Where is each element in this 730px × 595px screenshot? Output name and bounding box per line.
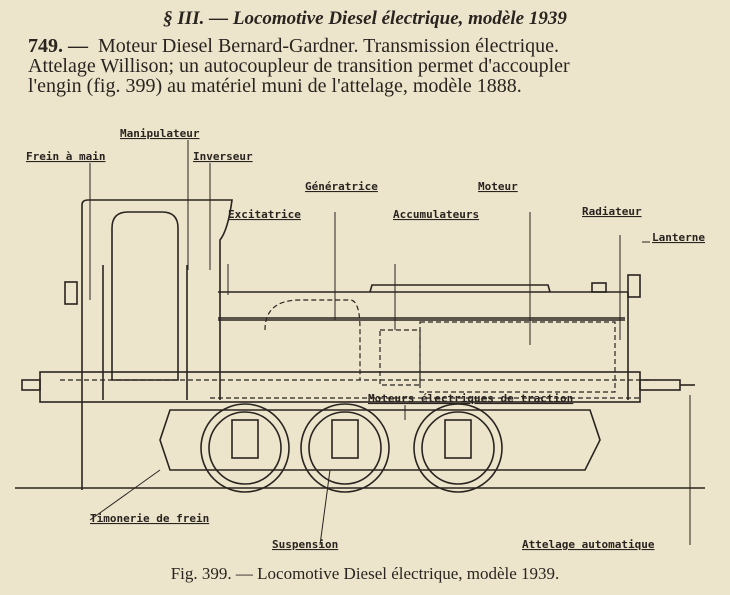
wheel-2 [300,403,390,493]
cab-window [111,211,179,381]
label-moteurs-traction: Moteurs électriques de traction [368,392,573,405]
paragraph-749: 749. — Moteur Diesel Bernard-Gardner. Tr… [28,36,718,96]
paragraph-line-2: Attelage Willison; un autocoupleur de tr… [28,55,570,77]
label-inverseur: Inverseur [193,150,253,163]
wheel-1 [200,403,290,493]
paragraph-line-3: l'engin (fig. 399) au matériel muni de l… [28,75,522,97]
label-suspension: Suspension [272,538,338,551]
label-frein-a-main: Frein à main [26,150,105,163]
bogie-frame [159,409,601,471]
radiator-cap [591,282,607,293]
label-attelage: Attelage automatique [522,538,655,551]
label-timonerie: Timonerie de frein [90,512,209,525]
wheel-3 [413,403,503,493]
engine-block [419,321,616,393]
label-excitatrice: Excitatrice [228,208,301,221]
label-lanterne: Lanterne [652,231,705,244]
section-heading: § III. — Locomotive Diesel électrique, m… [163,8,567,29]
cab-outline [81,199,233,490]
label-generatrice: Génératrice [305,180,378,193]
label-manipulateur: Manipulateur [120,127,200,140]
label-accumulateurs: Accumulateurs [393,208,479,221]
figure-caption: Fig. 399. — Locomotive Diesel électrique… [170,564,560,583]
buffer-right [639,379,681,391]
buffer-left [21,379,41,391]
paragraph-line-1: Moteur Diesel Bernard-Gardner. Transmiss… [98,35,560,57]
generator-outline [264,299,361,380]
label-moteur: Moteur [478,180,518,193]
label-radiateur: Radiateur [582,205,642,218]
lantern [627,274,641,298]
paragraph-number: 749. — [28,35,88,57]
cab-side-lamp [64,281,78,305]
